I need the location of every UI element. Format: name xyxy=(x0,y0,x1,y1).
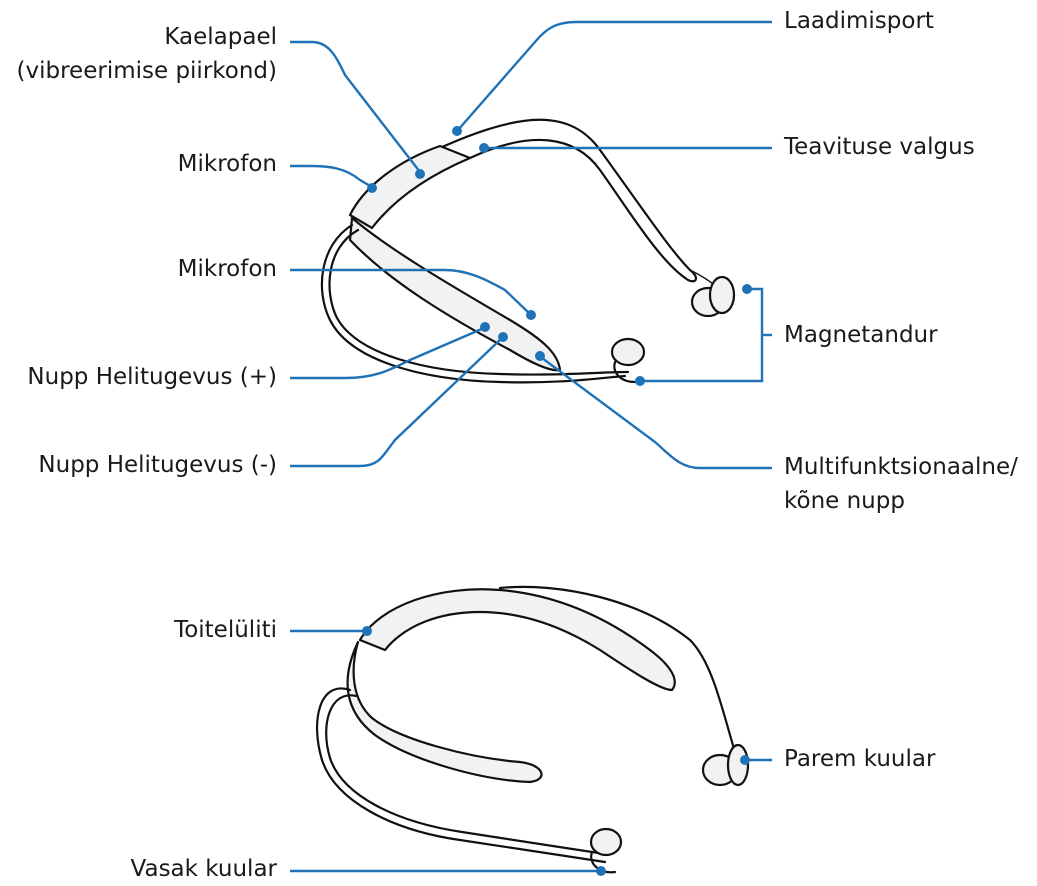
label-notification-light: Teavituse valgus xyxy=(784,134,975,160)
label-left-earbud: Vasak kuular xyxy=(130,856,277,882)
label-vol-up: Nupp Helitugevus (+) xyxy=(27,364,277,390)
top-headset-drawing xyxy=(320,118,736,384)
label-charging-port: Laadimisport xyxy=(784,8,934,34)
label-multifunction-sub: kõne nupp xyxy=(784,488,905,514)
label-vol-down: Nupp Helitugevus (-) xyxy=(38,452,277,478)
label-magnet: Magnetandur xyxy=(784,322,938,348)
label-mic-mid: Mikrofon xyxy=(177,256,277,282)
label-neckband: Kaelapael xyxy=(164,24,277,50)
label-neckband-sub: (vibreerimise piirkond) xyxy=(16,58,277,84)
bottom-headset-drawing xyxy=(315,585,750,874)
label-power-switch: Toitelüliti xyxy=(174,617,277,643)
label-multifunction: Multifunktsionaalne/ xyxy=(784,454,1018,480)
leader-lines xyxy=(290,20,772,876)
label-mic-top: Mikrofon xyxy=(177,151,277,177)
label-right-earbud: Parem kuular xyxy=(784,746,936,772)
